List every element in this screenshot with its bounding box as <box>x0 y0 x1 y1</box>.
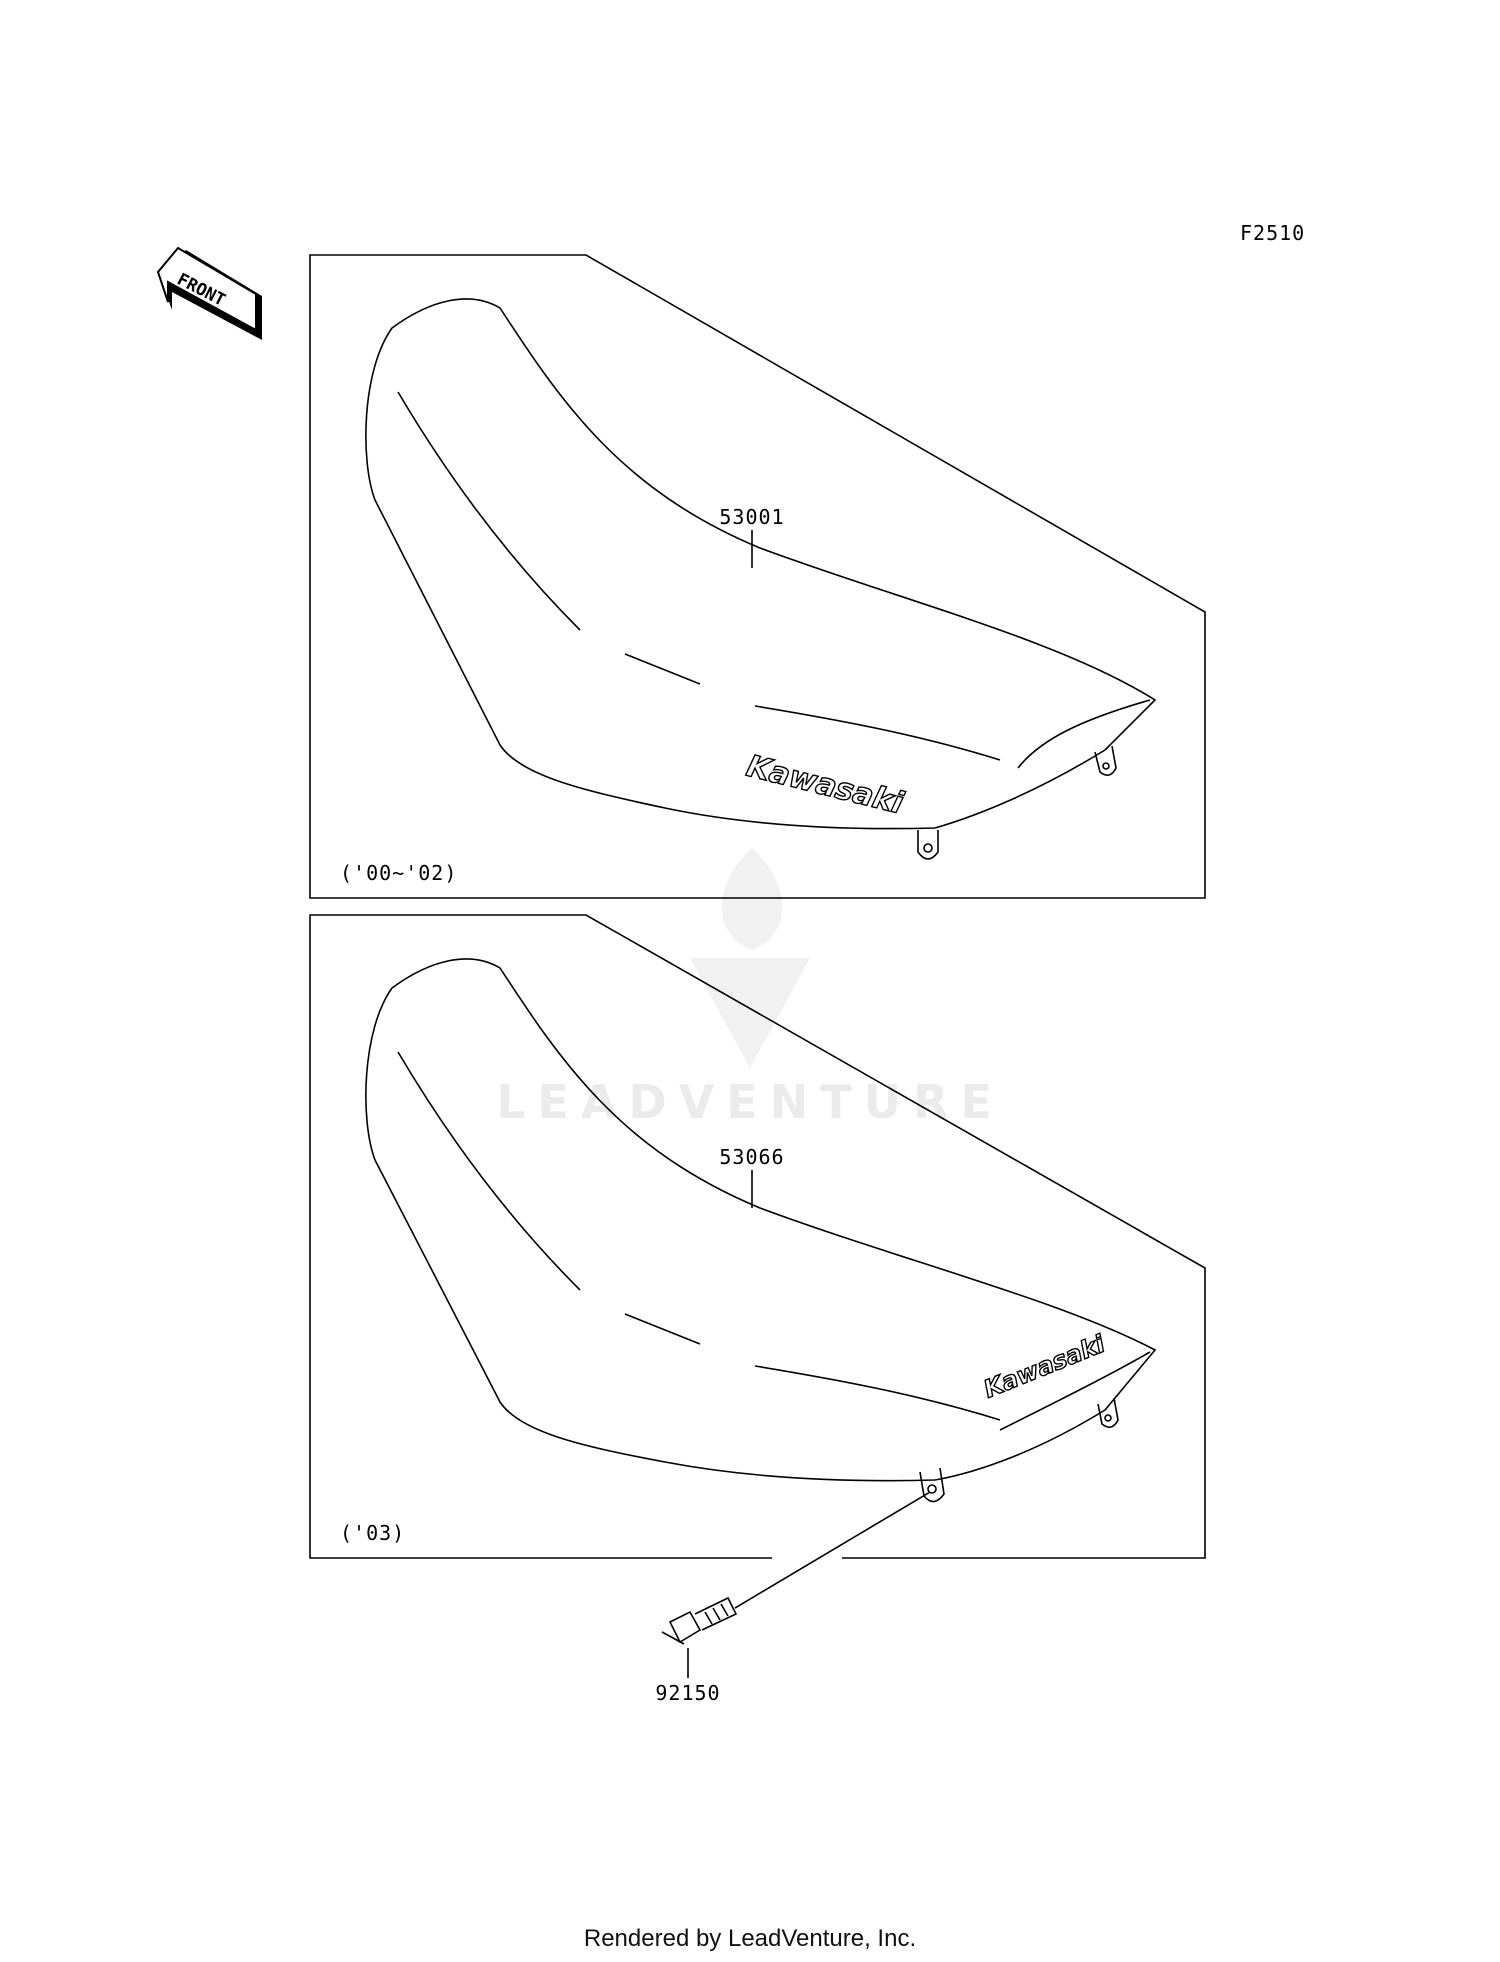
panel-border <box>309 914 1206 1559</box>
part-number-label: 92150 <box>655 1681 720 1705</box>
kawasaki-logo: Kawasaki <box>980 1329 1110 1403</box>
watermark: LEADVENTURE <box>496 848 1004 1129</box>
bolt-part: 92150 <box>655 1491 931 1705</box>
kawasaki-logo: Kawasaki <box>743 749 907 822</box>
part-number-label: 53066 <box>719 1145 784 1169</box>
diagram-code: F2510 <box>1240 221 1305 245</box>
bolt-icon <box>661 1596 738 1645</box>
footer-credit: Rendered by LeadVenture, Inc. <box>584 1925 916 1952</box>
front-arrow-icon: FRONT <box>156 246 262 340</box>
part-number-label: 53001 <box>719 505 784 529</box>
watermark-text: LEADVENTURE <box>496 1075 1004 1129</box>
seat-illustration: Kawasaki <box>365 298 1157 860</box>
chevron-logo-icon <box>690 958 810 1068</box>
panel-border <box>309 254 1206 899</box>
flame-icon <box>722 848 782 950</box>
assembly-line <box>734 1491 931 1609</box>
panel-seat-00-02: Kawasaki 53001 ('00~'02) <box>309 254 1206 899</box>
model-years-label: ('03) <box>340 1521 405 1545</box>
model-years-label: ('00~'02) <box>340 861 457 885</box>
